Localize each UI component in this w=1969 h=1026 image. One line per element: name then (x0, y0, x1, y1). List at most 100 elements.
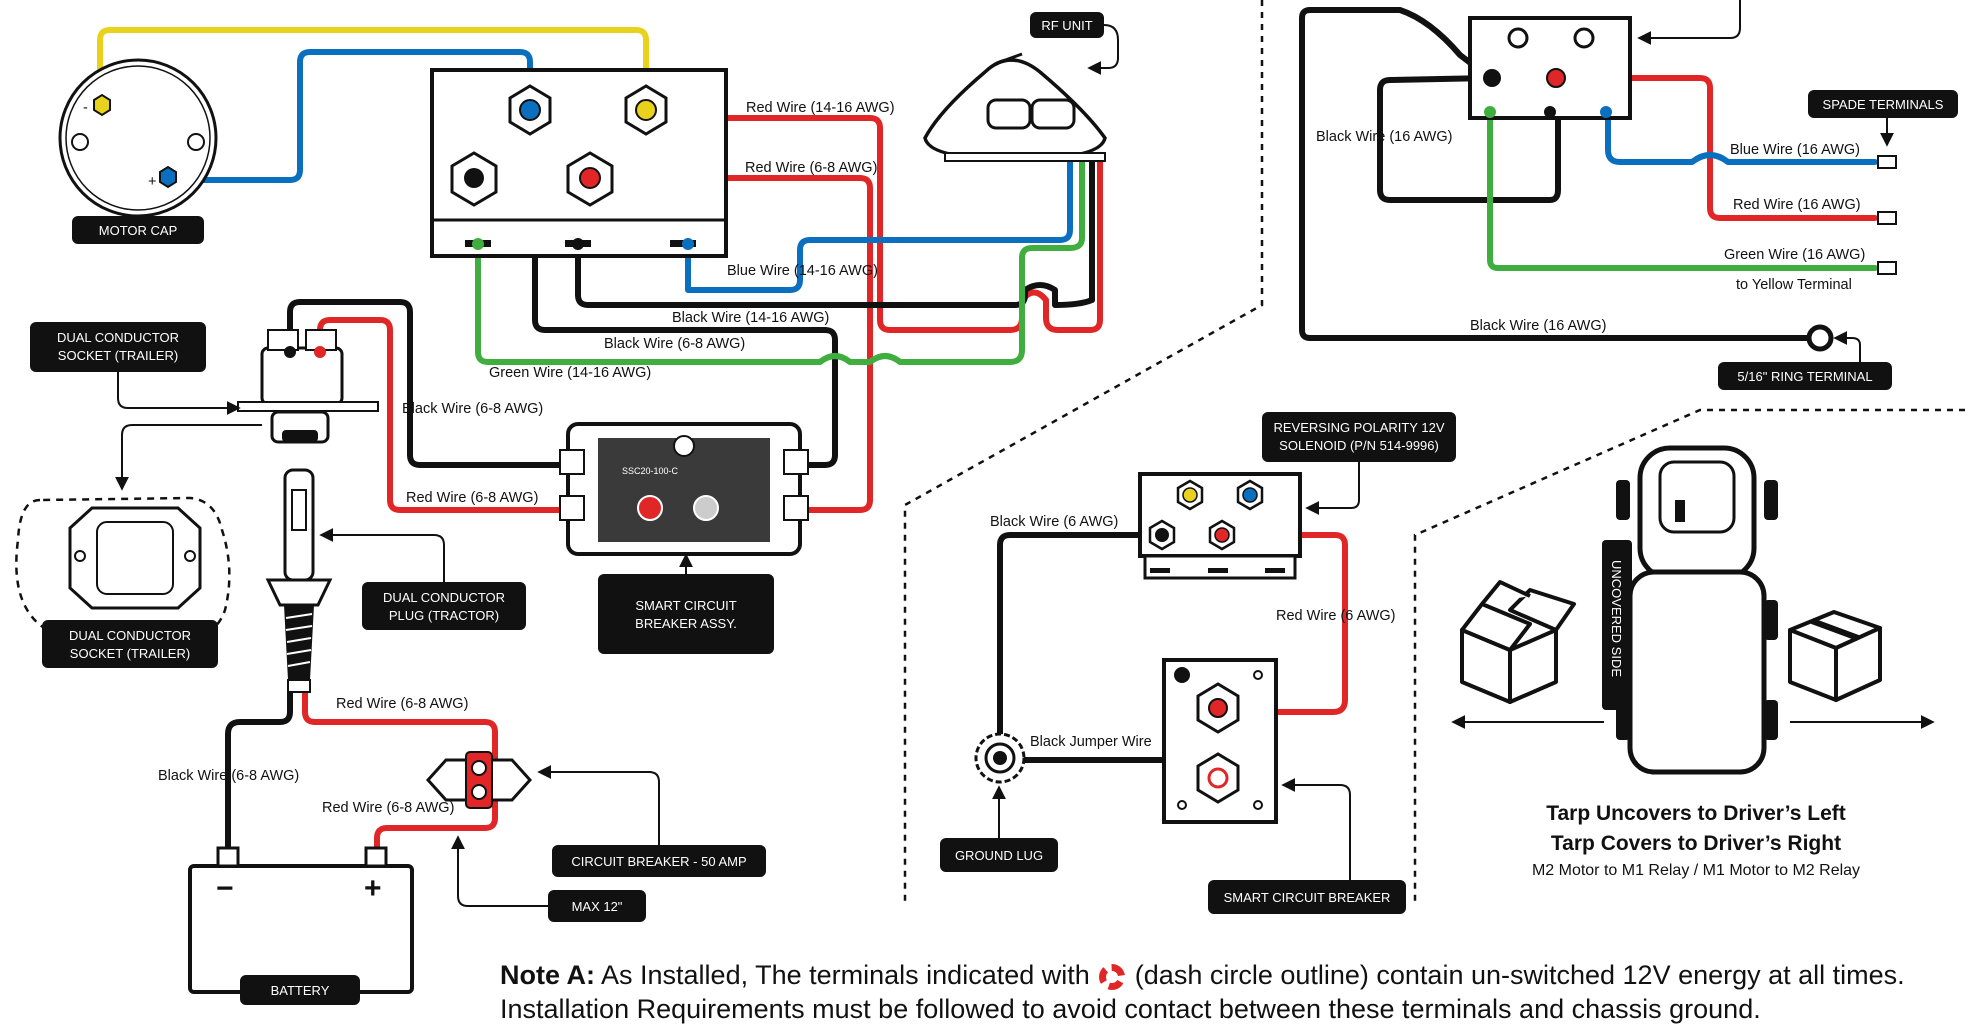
spade-terminals-label: SPADE TERMINALS (1823, 97, 1944, 112)
ring-terminal: 5/16" RING TERMINAL (1718, 324, 1892, 390)
wire-label-red-14-16-top: Red Wire (14-16 AWG) (746, 100, 895, 116)
ring-terminal-label: 5/16" RING TERMINAL (1737, 369, 1872, 384)
battery-callout (240, 975, 360, 1005)
tarp-line-1: Tarp Uncovers to Driver’s Left (1546, 802, 1846, 825)
wire-label-red-16: Red Wire (16 AWG) (1733, 197, 1861, 213)
smart-breaker-assy-label-2: BREAKER ASSY. (635, 616, 737, 631)
wire-label-red-6-8-left: Red Wire (6-8 AWG) (406, 490, 538, 506)
dual-socket-bottom-label-2: SOCKET (TRAILER) (70, 646, 190, 661)
installation-note: Note A: As Installed, The terminals indi… (500, 958, 1960, 1026)
wire-label-black-6: Black Wire (6 AWG) (990, 514, 1118, 530)
battery-label: BATTERY (271, 983, 330, 998)
battery-minus-mark: − (216, 872, 234, 905)
wire-label-blue-14-16: Blue Wire (14-16 AWG) (727, 263, 878, 279)
wire-label-red-6-8-top: Red Wire (6-8 AWG) (745, 160, 877, 176)
top-right-relay (1468, 0, 1741, 120)
section-dividers (903, 0, 1965, 905)
wire-label-to-yellow: to Yellow Terminal (1736, 277, 1852, 293)
dual-socket-bottom-label-1: DUAL CONDUCTOR (69, 628, 191, 643)
ring-terminal-callout (1718, 362, 1892, 390)
dual-socket-bottom: DUAL CONDUCTOR SOCKET (TRAILER) (15, 496, 231, 668)
dual-socket-top-callout (30, 322, 206, 372)
wire-label-red-6: Red Wire (6 AWG) (1276, 608, 1396, 624)
ground-lug-callout (940, 838, 1058, 872)
note-line-2: Installation Requirements must be follow… (500, 994, 1761, 1024)
wire-label-black-6-8-battery: Black Wire (6-8 AWG) (158, 768, 299, 784)
rf-unit: RF UNIT (923, 12, 1119, 162)
note-prefix: Note A: (500, 960, 595, 990)
tarp-illustration: UNCOVERED SIDE Tarp Uncovers to Driver’s… (1451, 445, 1935, 879)
note-text-after: (dash circle outline) contain un-switche… (1134, 960, 1905, 990)
dual-socket-top-label-1: DUAL CONDUCTOR (57, 330, 179, 345)
solenoid-terminal-black (450, 151, 498, 207)
dual-plug-label-2: PLUG (TRACTOR) (389, 608, 499, 623)
rf-unit-label: RF UNIT (1041, 18, 1092, 33)
wire-label-black-14-16: Black Wire (14-16 AWG) (672, 310, 829, 326)
circuit-breaker-50a-callout (552, 845, 766, 877)
ground-lug-label: GROUND LUG (955, 848, 1043, 863)
tarp-line-3: M2 Motor to M1 Relay / M1 Motor to M2 Re… (1532, 862, 1860, 879)
spade-terminals-callout (1808, 90, 1958, 118)
circuit-breaker-50a-label: CIRCUIT BREAKER - 50 AMP (571, 854, 746, 869)
smart-breaker-assy-callout (598, 574, 774, 654)
wire-label-green-14-16: Green Wire (14-16 AWG) (489, 365, 651, 381)
wire-label-black-6-8-left: Black Wire (6-8 AWG) (402, 401, 543, 417)
rf-unit-callout (1030, 12, 1104, 38)
spade-terminals: SPADE TERMINALS (1808, 90, 1958, 275)
smart-breaker-assy-label-1: SMART CIRCUIT (635, 598, 736, 613)
yellow-terminal-icon (93, 93, 111, 117)
circuit-breaker-50a: CIRCUIT BREAKER - 50 AMP MAX 12" (425, 751, 766, 922)
wire-label-blue-16: Blue Wire (16 AWG) (1730, 142, 1860, 158)
motor-cap-callout (72, 216, 204, 244)
truck-icon (1616, 445, 1778, 775)
reversing-solenoid: REVERSING POLARITY 12V SOLENOID (P/N 514… (1138, 412, 1456, 580)
dual-plug-callout (362, 582, 526, 630)
uncovered-side-label: UNCOVERED SIDE (1609, 560, 1624, 677)
wire-label-black-16-ring: Black Wire (16 AWG) (1470, 318, 1606, 334)
motor-cap: - + MOTOR CAP (58, 58, 218, 244)
ground-lug: GROUND LUG (940, 732, 1058, 872)
max-12-label: MAX 12" (572, 899, 623, 914)
max-12-callout (548, 890, 646, 922)
open-box-icon (1460, 580, 1576, 704)
wires-main (97, 27, 1103, 858)
note-text-before: As Installed, The terminals indicated wi… (601, 960, 1090, 990)
solenoid-terminal-red (566, 151, 614, 207)
smart-breaker-assy: SSC20-100-C SMART CIRCUIT BREAKER ASSY. (559, 422, 809, 654)
reversing-solenoid-label-2: SOLENOID (P/N 514-9996) (1279, 438, 1439, 453)
solenoid-terminal-yellow (624, 84, 668, 136)
closed-box-icon (1788, 610, 1882, 702)
breaker-model-text: SSC20-100-C (622, 466, 679, 476)
uncovered-side-callout (1602, 540, 1632, 710)
motor-minus-mark: - (83, 100, 88, 116)
solenoid-terminal-blue (508, 84, 552, 136)
smart-cb-callout (1208, 880, 1406, 914)
wire-labels: Red Wire (14-16 AWG) Red Wire (6-8 AWG) … (158, 100, 1865, 816)
dual-socket-bottom-callout (42, 620, 218, 668)
battery-plus-mark: + (364, 872, 382, 905)
main-solenoid (430, 68, 728, 258)
motor-plus-mark: + (148, 174, 156, 190)
wire-label-red-6-8-breaker: Red Wire (6-8 AWG) (322, 800, 454, 816)
wire-label-red-6-8-plug: Red Wire (6-8 AWG) (336, 696, 468, 712)
wire-label-green-16: Green Wire (16 AWG) (1724, 247, 1865, 263)
reversing-solenoid-label-1: REVERSING POLARITY 12V (1274, 420, 1445, 435)
dual-plug: DUAL CONDUCTOR PLUG (TRACTOR) (265, 468, 526, 693)
blue-terminal-icon (159, 165, 177, 189)
dual-socket-top-label-2: SOCKET (TRAILER) (58, 348, 178, 363)
wire-label-black-6-8-mid: Black Wire (6-8 AWG) (604, 336, 745, 352)
motor-cap-label: MOTOR CAP (99, 223, 178, 238)
dual-plug-label-1: DUAL CONDUCTOR (383, 590, 505, 605)
battery: − + BATTERY (188, 846, 414, 1005)
smart-circuit-breaker: SMART CIRCUIT BREAKER (1162, 658, 1406, 914)
dual-socket-top: DUAL CONDUCTOR SOCKET (TRAILER) (30, 322, 379, 491)
smart-cb-label: SMART CIRCUIT BREAKER (1224, 890, 1391, 905)
reversing-solenoid-callout (1262, 412, 1456, 462)
dash-circle-icon (1099, 963, 1126, 990)
wire-label-black-16-top: Black Wire (16 AWG) (1316, 129, 1452, 145)
tarp-line-2: Tarp Covers to Driver’s Right (1551, 832, 1841, 855)
top-right-wires (1299, 7, 1878, 341)
wire-label-black-jumper: Black Jumper Wire (1030, 734, 1152, 750)
